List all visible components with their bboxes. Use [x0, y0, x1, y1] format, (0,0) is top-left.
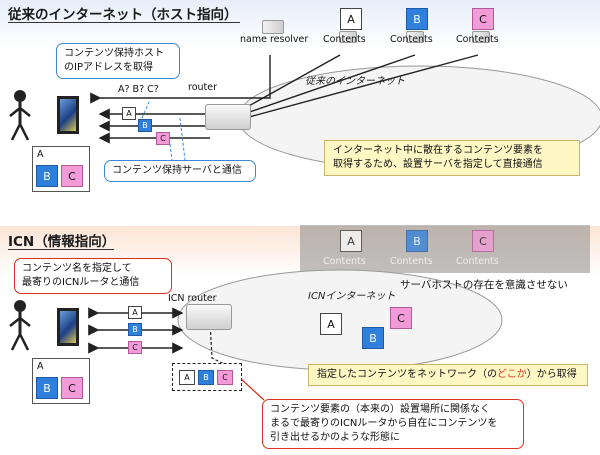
note-icn: 指定したコンテンツをネットワーク（のどこか）から取得: [308, 364, 588, 386]
person-icon: [9, 90, 31, 141]
server-tile-a: A: [340, 230, 362, 252]
tile-b: B: [138, 119, 152, 132]
person-icon: [9, 300, 31, 351]
server-label-a: Contents: [323, 34, 366, 45]
router-cache: A B C: [172, 363, 242, 391]
server-tile-b: B: [406, 230, 428, 252]
page-title-host: 従来のインターネット（ホスト指向）: [8, 7, 238, 23]
server-icon: [406, 31, 424, 43]
dns-query-label: A? B? C?: [118, 84, 159, 95]
client-cache: A B C: [32, 146, 90, 192]
server-icon: [472, 31, 490, 43]
callout-dns: コンテンツ保持ホスト のIPアドレスを取得: [56, 43, 180, 79]
callout-comm: コンテンツ保持サーバと通信: [104, 160, 256, 182]
router-icon: [205, 104, 251, 130]
server-label-b: Contents: [390, 34, 433, 45]
tile-a: A: [122, 107, 136, 120]
note-host: インターネット中に散在するコンテンツ要素を 取得するため、設置サーバを指定して直…: [324, 140, 580, 176]
page-title-icn: ICN（情報指向）: [8, 234, 116, 250]
router-icon: [186, 304, 232, 330]
tile-a: A: [128, 306, 142, 319]
callout-icn-summary: コンテンツ要素の（本来の）設置場所に関係なく まるで最寄りのICNルータから自在…: [262, 399, 524, 449]
tile-c: C: [128, 341, 142, 354]
server-label-b: Contents: [390, 256, 433, 267]
server-icon: [339, 31, 357, 43]
callout-name: コンテンツ名を指定して 最寄りのICNルータと通信: [14, 258, 172, 294]
server-label-c: Contents: [456, 256, 499, 267]
server-tile-a: A: [340, 8, 362, 30]
client-cache: A B C: [32, 358, 90, 404]
server-tile-c: C: [472, 230, 494, 252]
server-label-c: Contents: [456, 34, 499, 45]
server-tile-c: C: [472, 8, 494, 30]
cloud-tile-a: A: [320, 313, 342, 335]
server-icon: [262, 20, 284, 34]
monitor-icon: [57, 96, 79, 134]
title-underline: [8, 249, 114, 250]
cloud-tile-b: B: [362, 327, 384, 349]
title-underline: [8, 22, 240, 23]
cloud-tile-c: C: [390, 307, 412, 329]
tile-b: B: [128, 323, 142, 336]
tile-c: C: [156, 132, 170, 145]
server-note: サーバホストの存在を意識させない: [400, 279, 568, 291]
name-resolver-label: name resolver: [240, 34, 309, 45]
router-label: router: [188, 82, 218, 93]
cloud-label-icn: ICNインターネット: [308, 291, 396, 302]
cloud-label-internet: 従来のインターネット: [305, 76, 405, 87]
monitor-icon: [57, 308, 79, 346]
server-label-a: Contents: [323, 256, 366, 267]
icn-router-label: ICN router: [168, 293, 217, 304]
server-tile-b: B: [406, 8, 428, 30]
